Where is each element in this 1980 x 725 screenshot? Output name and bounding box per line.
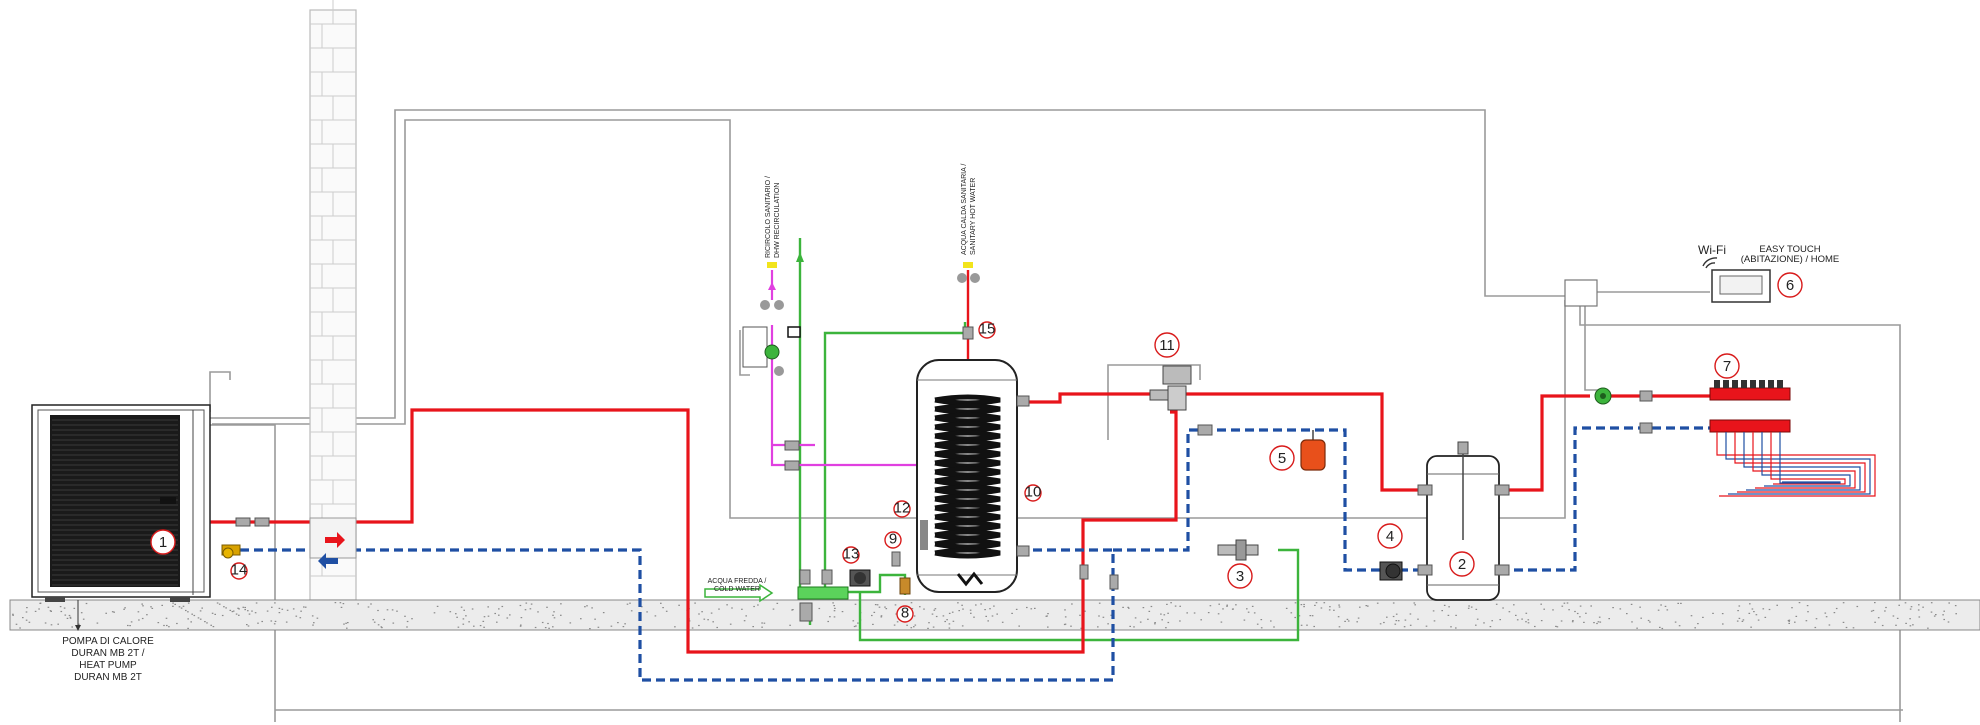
svg-text:8: 8 bbox=[901, 605, 909, 622]
heat-pump-label-line2: DURAN MB 2T / bbox=[71, 648, 144, 659]
callout-14: 14 bbox=[230, 562, 248, 580]
wifi-label: Wi-Fi bbox=[1698, 243, 1726, 257]
callout-7: 7 bbox=[1714, 353, 1740, 379]
callout-3: 3 bbox=[1227, 563, 1253, 589]
cold-water-inlet-arrow bbox=[704, 583, 774, 603]
recirculation-pipes bbox=[770, 270, 940, 467]
expansion-vessel bbox=[1300, 430, 1326, 471]
callout-12: 12 bbox=[893, 500, 911, 518]
callout-15: 15 bbox=[978, 321, 996, 339]
svg-text:1: 1 bbox=[159, 534, 167, 551]
svg-text:6: 6 bbox=[1786, 277, 1794, 294]
callout-6: 6 bbox=[1777, 272, 1803, 298]
callout-8: 8 bbox=[896, 605, 914, 623]
wifi-icon bbox=[1702, 257, 1718, 269]
dhw-storage-tank bbox=[916, 359, 1030, 593]
svg-text:14: 14 bbox=[231, 562, 248, 579]
cold-water-up-arrow bbox=[796, 252, 804, 262]
callout-9: 9 bbox=[884, 531, 902, 549]
svg-text:2: 2 bbox=[1458, 556, 1466, 573]
easy-touch-thermostat bbox=[1711, 269, 1771, 303]
svg-text:10: 10 bbox=[1025, 484, 1042, 501]
callout-4: 4 bbox=[1377, 523, 1403, 549]
callout-13: 13 bbox=[842, 546, 860, 564]
dhw-outlet-valves bbox=[957, 273, 980, 340]
ground-slab bbox=[9, 599, 1980, 631]
junction-box bbox=[1564, 279, 1598, 307]
cold-water-label-line1: ACQUA FREDDA / bbox=[708, 578, 767, 585]
dhw-label-line1: ACQUA CALDA SANITARIA / bbox=[961, 164, 968, 255]
svg-text:3: 3 bbox=[1236, 568, 1244, 585]
return-fitting bbox=[221, 517, 251, 559]
callout-11: 11 bbox=[1154, 332, 1180, 358]
inline-fittings bbox=[254, 422, 1653, 590]
cold-water-filter bbox=[797, 586, 849, 600]
recirc-label-line2: DHW RECIRCULATION bbox=[774, 183, 781, 258]
svg-text:11: 11 bbox=[1159, 337, 1175, 354]
recirc-arrow bbox=[768, 282, 776, 290]
mixing-valve-group bbox=[799, 551, 911, 622]
heat-pump-label: POMPA DI CALORE DURAN MB 2T / HEAT PUMP … bbox=[62, 600, 154, 683]
manifold-mixing-pump bbox=[1594, 387, 1653, 405]
easy-touch-label-line2: (ABITAZIONE) / HOME bbox=[1741, 254, 1840, 265]
cold-water-pipes bbox=[798, 238, 1300, 642]
heat-pump-label-line3: HEAT PUMP bbox=[79, 660, 137, 671]
callout-1: 1 bbox=[150, 529, 176, 555]
buffer-tank bbox=[1417, 441, 1510, 601]
svg-text:12: 12 bbox=[894, 500, 911, 517]
wall-flow-arrows bbox=[309, 517, 357, 569]
easy-touch-label-line1: EASY TOUCH bbox=[1759, 244, 1820, 255]
callout-10: 10 bbox=[1024, 484, 1042, 502]
dhw-outlet-marker bbox=[963, 262, 973, 268]
circulation-pump bbox=[1379, 561, 1403, 581]
three-way-valve bbox=[1149, 365, 1192, 411]
heat-pump-unit bbox=[31, 404, 211, 602]
recirc-outlet-marker bbox=[767, 262, 777, 268]
dhw-label-line2: SANITARY HOT WATER bbox=[970, 178, 977, 255]
recirc-label-line1: RICIRCOLO SANITARIO / bbox=[765, 176, 772, 258]
svg-text:13: 13 bbox=[843, 546, 860, 563]
svg-text:9: 9 bbox=[889, 531, 897, 548]
brick-wall bbox=[309, 0, 357, 601]
svg-text:7: 7 bbox=[1723, 358, 1731, 375]
dirt-separator bbox=[1217, 539, 1259, 561]
underfloor-manifold bbox=[1709, 380, 1876, 497]
control-cables bbox=[208, 109, 1903, 722]
recirc-pump-group bbox=[742, 300, 801, 471]
heat-pump-label-line4: DURAN MB 2T bbox=[74, 672, 142, 683]
cold-water-label-line2: COLD WATER bbox=[714, 586, 760, 593]
callout-5: 5 bbox=[1269, 445, 1295, 471]
svg-text:15: 15 bbox=[979, 321, 996, 338]
svg-text:5: 5 bbox=[1278, 450, 1286, 467]
callout-2: 2 bbox=[1449, 551, 1475, 577]
svg-text:4: 4 bbox=[1386, 528, 1394, 545]
heat-pump-label-line1: POMPA DI CALORE bbox=[62, 636, 154, 647]
